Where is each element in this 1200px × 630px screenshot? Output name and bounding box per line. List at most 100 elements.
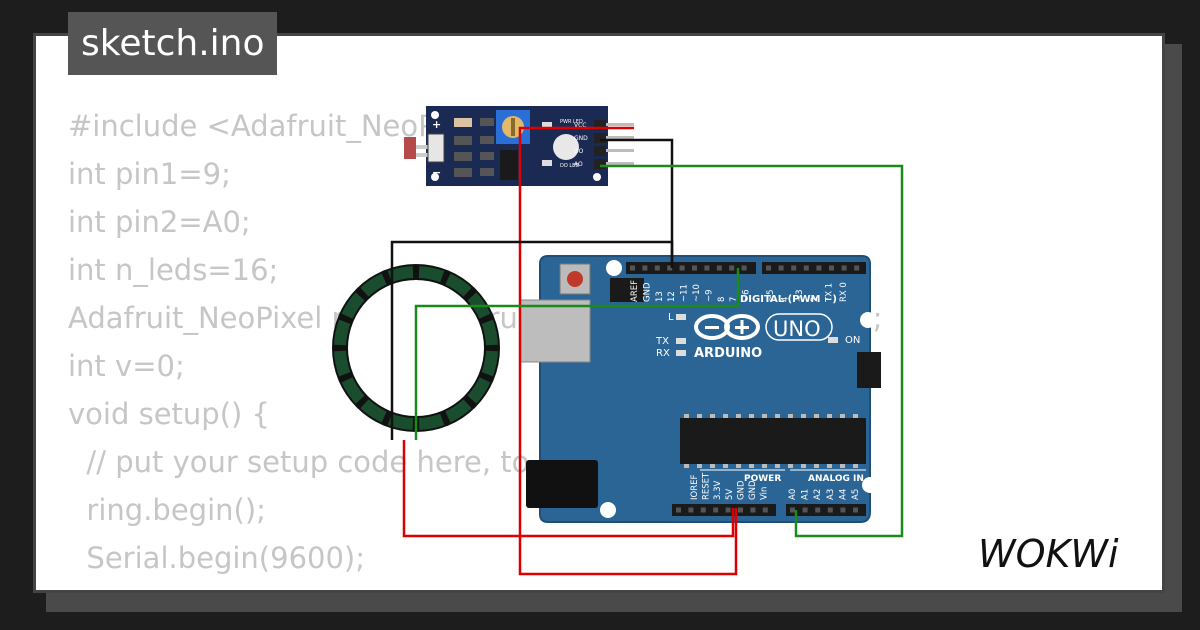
- header-pin-hole[interactable]: [679, 265, 685, 271]
- wire-red-ring-power: [402, 440, 735, 538]
- neopixel-led: [360, 273, 387, 297]
- neopixel-led: [341, 292, 365, 319]
- digital-pin-label: ~11: [680, 284, 690, 302]
- code-line: int v=0;: [68, 349, 185, 383]
- neopixel-led: [445, 273, 472, 297]
- mount-hole: [860, 312, 876, 328]
- rx-label: RX: [656, 348, 670, 359]
- header-pin-hole[interactable]: [854, 265, 860, 271]
- header-pin-hole[interactable]: [725, 507, 731, 513]
- header-pin-hole[interactable]: [816, 265, 822, 271]
- header-pin-hole[interactable]: [704, 265, 710, 271]
- chip-pin: [710, 464, 715, 468]
- arduino-infinity-icon: [694, 314, 760, 340]
- l-led: [676, 314, 686, 320]
- digital-pin-label: ~3: [795, 289, 805, 302]
- header-pin-hole[interactable]: [713, 507, 719, 513]
- code-line: int n_leds=16;: [68, 253, 279, 287]
- chip-pin: [827, 464, 832, 468]
- power-header[interactable]: [672, 504, 776, 516]
- header-pin-hole[interactable]: [790, 507, 795, 513]
- header-pin-hole[interactable]: [729, 265, 735, 271]
- digital-pin-label: 4: [781, 297, 791, 302]
- header-pin-hole[interactable]: [741, 265, 747, 271]
- chip-pin: [801, 464, 806, 468]
- header-pin-hole[interactable]: [766, 265, 771, 271]
- header-pin-hole[interactable]: [827, 507, 833, 513]
- sensor-minus: −: [432, 166, 441, 179]
- chip-pin: [788, 464, 793, 468]
- analog-pin-label: A4: [838, 489, 848, 500]
- chip-pin: [775, 464, 780, 468]
- chip-pin: [723, 414, 728, 418]
- sensor-pin[interactable]: [606, 162, 634, 165]
- neopixel-led: [418, 266, 445, 283]
- header-pin-hole[interactable]: [738, 507, 743, 513]
- chip-pin: [736, 464, 741, 468]
- header-pin-hole[interactable]: [692, 265, 697, 271]
- header-pin-hole[interactable]: [654, 265, 660, 271]
- power-pin-label: RESET: [702, 472, 712, 500]
- chip-pin: [736, 414, 741, 418]
- chip-pin: [697, 414, 702, 418]
- header-pin-hole[interactable]: [803, 265, 809, 271]
- header-pin-hole[interactable]: [762, 507, 768, 513]
- header-pin-hole[interactable]: [802, 507, 808, 513]
- digital-pin-label: 13: [655, 291, 665, 302]
- chip-pin: [762, 414, 767, 418]
- rx-led: [676, 350, 686, 356]
- analog-pin-label: A3: [826, 489, 836, 500]
- digital-header-right[interactable]: [762, 262, 866, 274]
- power-pin-label: IOREF: [690, 475, 700, 500]
- sensor-pin[interactable]: [606, 136, 634, 139]
- digital-pin-label: ~5: [766, 289, 776, 302]
- power-pin-label: Vin: [760, 487, 770, 500]
- sensor-pin[interactable]: [606, 149, 634, 152]
- chip-pin: [801, 414, 806, 418]
- digital-header-left[interactable]: [626, 262, 756, 274]
- chip-pin: [788, 414, 793, 418]
- header-pin-hole[interactable]: [700, 507, 706, 513]
- on-label: ON: [845, 335, 860, 346]
- neopixel-led: [387, 413, 414, 430]
- header-pin-hole[interactable]: [815, 507, 821, 513]
- header-pin-hole[interactable]: [642, 265, 648, 271]
- digital-pin-label: 12: [667, 291, 677, 302]
- header-pin-hole[interactable]: [667, 265, 673, 271]
- wire-green-data: [414, 268, 740, 440]
- chip-pin: [749, 464, 754, 468]
- mount-hole: [600, 502, 616, 518]
- power-jack: [526, 460, 598, 508]
- on-led: [828, 337, 838, 343]
- sensor-pin-label: AO: [574, 161, 583, 168]
- header-pin-hole[interactable]: [630, 265, 635, 271]
- header-pin-hole[interactable]: [841, 265, 847, 271]
- header-pin-hole[interactable]: [840, 507, 846, 513]
- header-pin-hole[interactable]: [778, 265, 784, 271]
- header-pin-hole[interactable]: [829, 265, 834, 271]
- analog-header[interactable]: [786, 504, 866, 516]
- header-pin-hole[interactable]: [853, 507, 858, 513]
- header-pin-hole[interactable]: [676, 507, 681, 513]
- wire-green-ao: [600, 164, 904, 538]
- chip-pin: [762, 464, 767, 468]
- header-pin-hole[interactable]: [750, 507, 756, 513]
- sensor-pin[interactable]: [606, 123, 634, 126]
- header-pin-hole[interactable]: [688, 507, 694, 513]
- chip-pin: [684, 464, 689, 468]
- code-line: }: [68, 582, 883, 590]
- digital-pin-label: 7: [729, 297, 739, 302]
- header-pin-hole[interactable]: [716, 265, 722, 271]
- chip-pin: [697, 464, 702, 468]
- code-line: Serial.begin(9600);: [68, 541, 366, 575]
- analog-pin-label: A5: [851, 489, 861, 500]
- digital-pin-label: ~10: [692, 284, 702, 302]
- power-pin-label: GND: [748, 480, 758, 500]
- header-pin-hole[interactable]: [791, 265, 797, 271]
- ldr-icon: [404, 137, 416, 159]
